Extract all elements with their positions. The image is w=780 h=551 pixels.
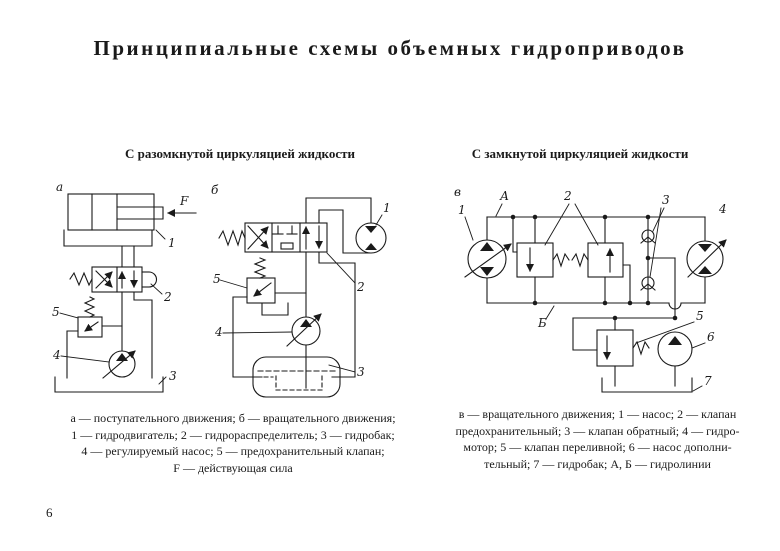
caption-line: 1 — гидродвигатель; 2 — гидрораспределит… — [71, 427, 395, 442]
caption-line: тельный; 7 — гидробак; А, Б — гидролинии — [484, 456, 711, 471]
relief-valve — [232, 257, 307, 378]
caption-line: F — действующая сила — [173, 460, 293, 475]
return-line — [318, 251, 356, 378]
part-5-label: 5 — [213, 272, 221, 286]
part-4-label: 4 — [52, 348, 61, 362]
caption-line: мотор; 5 — клапан переливной; 6 — насос … — [463, 440, 732, 454]
overflow-valve — [596, 317, 650, 387]
line-A-label: А — [499, 189, 509, 203]
caption-closed-circuit: в — вращательного движения; 1 — насос; 2… — [435, 406, 760, 472]
leader-4 — [222, 331, 293, 334]
leader-3b — [649, 207, 662, 278]
part-1-label: 1 — [458, 203, 466, 217]
spring-icon — [552, 252, 570, 268]
relief-valve-right — [571, 216, 631, 304]
caption-line: предохранительный; 3 — клапан обратный; … — [455, 423, 740, 438]
diagram-v-schematic: в 1 А — [454, 185, 727, 393]
part-7-label: 7 — [704, 374, 712, 388]
caption-line: а — поступательного движения; б — вращат… — [70, 411, 396, 425]
spring-icon — [218, 229, 246, 247]
caption-line: в — вращательного движения; 1 — насос; 2… — [458, 407, 737, 421]
part-2-label: 2 — [356, 280, 365, 294]
force-arrow: F — [167, 194, 197, 217]
page-title: Принципиальные схемы объемных гидроприво… — [93, 36, 687, 60]
leader-4 — [60, 355, 110, 363]
spring-icon — [571, 252, 589, 268]
spring-icon — [632, 340, 650, 356]
leader-1 — [155, 229, 166, 240]
part-4-label: 4 — [214, 325, 223, 339]
part-2-label: 2 — [563, 189, 572, 203]
diagram-a-label: а — [56, 180, 63, 194]
relief-valve — [66, 296, 123, 379]
leader-1 — [375, 214, 383, 226]
leader-1 — [464, 216, 474, 241]
leader-B — [545, 305, 555, 320]
return-line — [133, 291, 153, 379]
part-2-label: 2 — [163, 290, 172, 304]
hydraulic-motor — [686, 216, 727, 304]
leader-6 — [691, 342, 706, 349]
leader-5 — [219, 279, 248, 289]
leader-2 — [326, 252, 356, 284]
leader-5 — [59, 312, 79, 319]
pushbutton-icon — [148, 271, 157, 288]
motor-line-top — [305, 197, 372, 224]
relief-valve-left — [512, 216, 570, 304]
closed-tank — [252, 344, 341, 398]
tank — [54, 376, 164, 393]
leader-2b — [574, 203, 599, 246]
page-number: 6 — [46, 505, 53, 520]
spring-icon — [253, 257, 267, 279]
spring-icon — [69, 271, 93, 287]
caption-open-circuit: а — поступательного движения; б — вращат… — [58, 410, 408, 476]
leader-3a — [652, 207, 665, 232]
auxiliary-pump — [657, 331, 693, 387]
directional-valve — [218, 222, 328, 253]
part-1-label: 1 — [383, 201, 391, 215]
caption-line: 4 — регулируемый насос; 5 — предохраните… — [81, 444, 385, 458]
motor-line-bottom — [318, 209, 372, 254]
force-label: F — [179, 194, 189, 208]
leader-2a — [544, 203, 570, 246]
hydraulic-cylinder — [63, 193, 164, 268]
variable-pump — [102, 350, 136, 379]
leader-A — [495, 203, 503, 217]
junction-dots — [510, 214, 678, 321]
leader-3 — [328, 364, 356, 373]
part-5-label: 5 — [696, 309, 704, 323]
line-B — [486, 302, 706, 310]
boost-circuit — [572, 257, 676, 351]
tank — [601, 377, 693, 393]
spring-icon — [83, 296, 96, 318]
part-4-label: 4 — [718, 202, 727, 216]
leader-2 — [150, 283, 163, 295]
hydraulic-motor — [355, 222, 387, 254]
part-3-label: 3 — [169, 369, 177, 383]
part-5-label: 5 — [52, 305, 60, 319]
part-6-label: 6 — [707, 330, 715, 344]
line-B-label: Б — [537, 316, 547, 330]
part-1-label: 1 — [168, 236, 176, 250]
main-pump — [464, 216, 512, 304]
diagram-a-schematic: а F 1 2 — [52, 180, 197, 393]
variable-pump — [286, 313, 322, 347]
leader-3 — [158, 376, 167, 385]
diagram-b-label: б — [211, 183, 219, 197]
diagram-b-schematic: б 2 1 — [211, 183, 391, 398]
leader-7 — [692, 385, 703, 392]
leader-5 — [635, 321, 695, 344]
closed-circuit-heading: С замкнутой циркуляцией жидкости — [471, 146, 689, 161]
open-circuit-heading: С разомкнутой циркуляцией жидкости — [124, 146, 356, 161]
part-3-label: 3 — [662, 193, 670, 207]
directional-valve — [69, 266, 157, 293]
part-3-label: 3 — [357, 365, 365, 379]
diagram-v-label: в — [454, 185, 461, 199]
